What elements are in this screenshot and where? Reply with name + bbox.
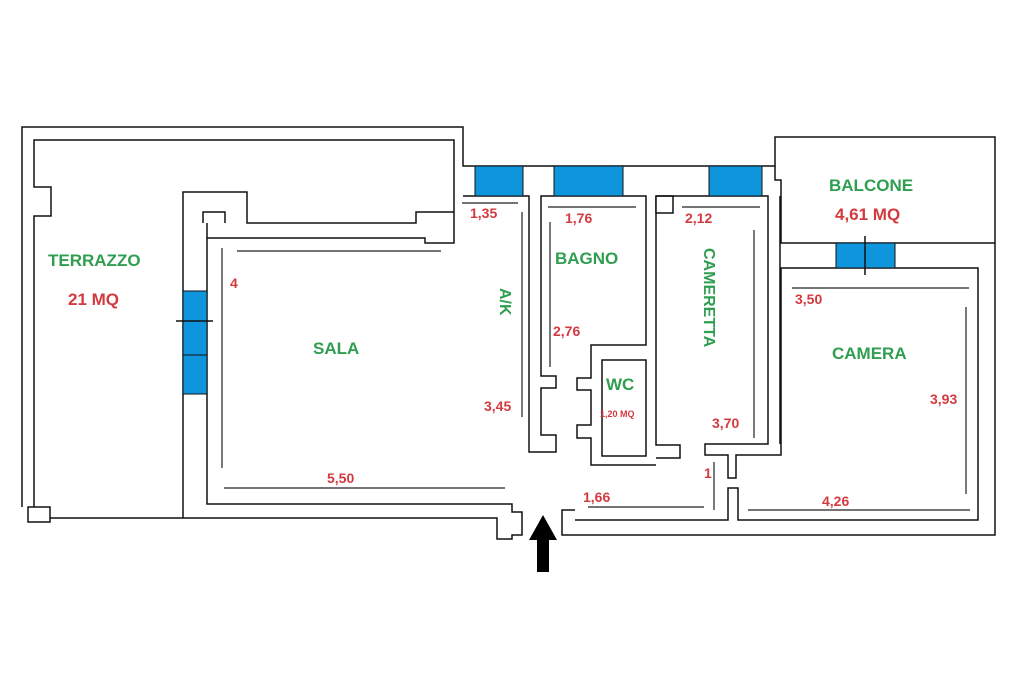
dim-camera-width: 3,50 — [795, 291, 822, 307]
dimension-lines — [221, 202, 970, 511]
window — [708, 165, 763, 197]
dim-camera-bottom: 4,26 — [822, 493, 849, 509]
window — [182, 290, 208, 356]
dim-bagno-height: 2,76 — [553, 323, 580, 339]
dim-cameretta-width: 2,12 — [685, 210, 712, 226]
dim-ak-height: 3,45 — [484, 398, 511, 414]
walls — [21, 126, 996, 540]
room-label-cameretta: CAMERETTA — [700, 248, 717, 348]
room-label-terrazzo: TERRAZZO — [48, 251, 141, 270]
dim-corridoio-width: 1,66 — [583, 489, 610, 505]
window — [182, 354, 208, 395]
dim-cameretta-height: 3,70 — [712, 415, 739, 431]
window — [553, 165, 624, 197]
area-terrazzo: 21 MQ — [68, 290, 119, 309]
dim-corridoio-height: 1 — [704, 465, 712, 481]
dim-bagno-width: 1,76 — [565, 210, 592, 226]
dim-sala-width: 5,50 — [327, 470, 354, 486]
room-label-balcone: BALCONE — [829, 176, 913, 195]
room-label-ak: A/K — [496, 288, 513, 316]
dim-sala-height: 4 — [230, 275, 238, 291]
room-label-wc: WC — [606, 375, 634, 394]
window — [474, 165, 524, 197]
dim-camera-height: 3,93 — [930, 391, 957, 407]
entrance-arrow-icon — [529, 515, 557, 572]
area-wc: 1,20 MQ — [600, 409, 635, 419]
room-label-camera: CAMERA — [832, 344, 907, 363]
area-balcone: 4,61 MQ — [835, 205, 900, 224]
dim-ak-width: 1,35 — [470, 205, 497, 221]
room-label-bagno: BAGNO — [555, 249, 618, 268]
room-label-sala: SALA — [313, 339, 359, 358]
